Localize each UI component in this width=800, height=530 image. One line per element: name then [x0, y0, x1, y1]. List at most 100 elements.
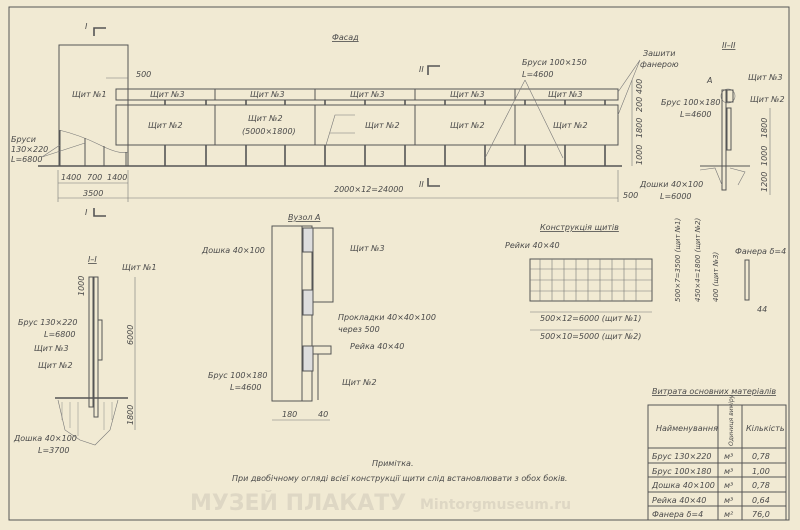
- note-title: Примітка.: [372, 459, 414, 468]
- svg-text:Рейка 40×40: Рейка 40×40: [652, 496, 706, 505]
- shield-2-label: Щит №2: [38, 361, 73, 370]
- svg-text:Фанера δ=4: Фанера δ=4: [652, 510, 703, 519]
- shield-1-label: Щит №1: [72, 90, 107, 99]
- dim-1200: 1200: [760, 172, 769, 192]
- dim-700: 700: [87, 173, 102, 182]
- section-mark-II-bottom: II: [419, 180, 424, 189]
- dim-shield2-width: 500×10=5000 (щит №2): [540, 332, 641, 341]
- pads-spacing: через 500: [338, 325, 380, 334]
- node-A-mark: A: [706, 76, 712, 85]
- section-mark-II-top: II: [419, 65, 424, 74]
- board-label: Дошка 40×100: [13, 434, 77, 443]
- node-A-view: Вузол А Дошка 40×100 Щит №3 Прокладки 40…: [201, 213, 436, 421]
- dim-span: 2000×12=24000: [334, 185, 403, 194]
- shield-2-label: Щит №2: [750, 95, 785, 104]
- svg-text:м²: м²: [724, 510, 734, 519]
- watermark-logo: МУЗЕЙ ПЛАКАТУ: [190, 490, 406, 516]
- plywood-label: Фанера δ=4: [735, 247, 786, 256]
- dim-1000: 1000: [635, 145, 644, 165]
- shield-construction-view: Конструкція щитів Рейки 40×40 500×12=600…: [505, 218, 786, 341]
- dim-200: 200: [635, 97, 644, 112]
- dim-shield2-height: 450×4=1800 (щит №2): [694, 218, 702, 302]
- shield-3-label: Щит №3: [350, 90, 385, 99]
- dim-44: 44: [757, 305, 767, 314]
- dim-1800: 1800: [760, 118, 769, 138]
- table-row: Рейка 40×40 м³ 0,64: [652, 496, 770, 505]
- shield-2-label: Щит №2: [148, 121, 183, 130]
- boards-length: L=6000: [660, 192, 692, 201]
- section-I-title: I–I: [88, 255, 97, 264]
- shield-2-row: [115, 104, 619, 146]
- dim-500-end: 500: [623, 191, 638, 200]
- dim-1400: 1400: [61, 173, 81, 182]
- dim-500: 500: [136, 70, 151, 79]
- beam-length: L=6800: [44, 330, 76, 339]
- svg-text:м³: м³: [724, 496, 733, 505]
- shield-2-label: Щит №2: [248, 114, 283, 123]
- dim-1000: 1000: [77, 276, 86, 296]
- beam-label: Брус 100×180: [208, 371, 267, 380]
- header-qty: Кількість: [746, 424, 785, 433]
- shield-3-label: Щит №3: [350, 244, 385, 253]
- dim-1800: 1800: [635, 118, 644, 138]
- dim-shield3-height: 400 (щит №3): [712, 252, 720, 302]
- dim-1400: 1400: [107, 173, 127, 182]
- shield-3-label: Щит №3: [748, 73, 783, 82]
- pads-label: Прокладки 40×40×100: [338, 313, 436, 322]
- beams-left-label: Бруси: [11, 135, 36, 144]
- rail-label: Рейка 40×40: [350, 342, 404, 351]
- beam-length: L=4600: [680, 110, 712, 119]
- beams-top-label: Бруси 100×150: [522, 58, 587, 67]
- dim-3500: 3500: [83, 189, 103, 198]
- beams-left-size: 130×220: [11, 145, 48, 154]
- svg-text:м³: м³: [724, 467, 733, 476]
- dim-1800: 1800: [126, 405, 135, 425]
- shield-2-label: Щит №2: [342, 378, 377, 387]
- note-text: При двобічному огляді всієї конструкції …: [232, 474, 567, 483]
- svg-text:76,0: 76,0: [752, 510, 770, 519]
- shield-1-label: Щит №1: [122, 263, 157, 272]
- shield-3-label: Щит №3: [34, 344, 69, 353]
- board-length: L=3700: [38, 446, 70, 455]
- beams-top-length: L=4600: [522, 70, 554, 79]
- svg-text:1,00: 1,00: [752, 467, 770, 476]
- shield-2-label: Щит №2: [365, 121, 400, 130]
- table-row: Фанера δ=4 м² 76,0: [652, 510, 770, 519]
- dim-40: 40: [318, 410, 328, 419]
- facade-view: Фасад I I II II Щит №1 Щит №3 Щит №3 Щит…: [11, 22, 679, 217]
- shield-2-label: Щит №2: [553, 121, 588, 130]
- facade-title: Фасад: [332, 33, 359, 42]
- section-II-title: II–II: [722, 41, 736, 50]
- plywood-note: фанерою: [640, 60, 679, 69]
- shield-3-row: [115, 88, 619, 101]
- svg-text:Брус 130×220: Брус 130×220: [652, 452, 711, 461]
- section-mark-I-bottom: I: [85, 208, 88, 217]
- beams-left-length: L=6800: [11, 155, 43, 164]
- svg-text:0,78: 0,78: [752, 481, 770, 490]
- beam-length: L=4600: [230, 383, 262, 392]
- materials-table: Витрата основних матеріалів Найменування…: [647, 387, 787, 521]
- svg-text:м³: м³: [724, 481, 733, 490]
- watermark-url: Mintorgmuseum.ru: [420, 497, 571, 513]
- header-unit: Одиниця виміру: [728, 394, 735, 446]
- board-label: Дошка 40×100: [201, 246, 265, 255]
- shield-3-label: Щит №3: [250, 90, 285, 99]
- table-row: Брус 100×180 м³ 1,00: [652, 467, 770, 476]
- dim-400: 400: [635, 79, 644, 94]
- beam-label: Брус 130×220: [18, 318, 77, 327]
- section-II-view: II–II A Щит №3 Щит №2 Брус 100×180 L=460…: [639, 41, 785, 201]
- shield-3-label: Щит №3: [548, 90, 583, 99]
- sheet-frame: [8, 6, 790, 521]
- shield-2-size: (5000×1800): [242, 127, 296, 136]
- node-A-title: Вузол А: [288, 213, 321, 222]
- posts: [164, 100, 606, 166]
- svg-text:Брус 100×180: Брус 100×180: [652, 467, 711, 476]
- shield-3-label: Щит №3: [450, 90, 485, 99]
- beam-label: Брус 100×180: [661, 98, 720, 107]
- svg-text:0,64: 0,64: [752, 496, 770, 505]
- dim-6000: 6000: [126, 325, 135, 345]
- svg-text:0,78: 0,78: [752, 452, 770, 461]
